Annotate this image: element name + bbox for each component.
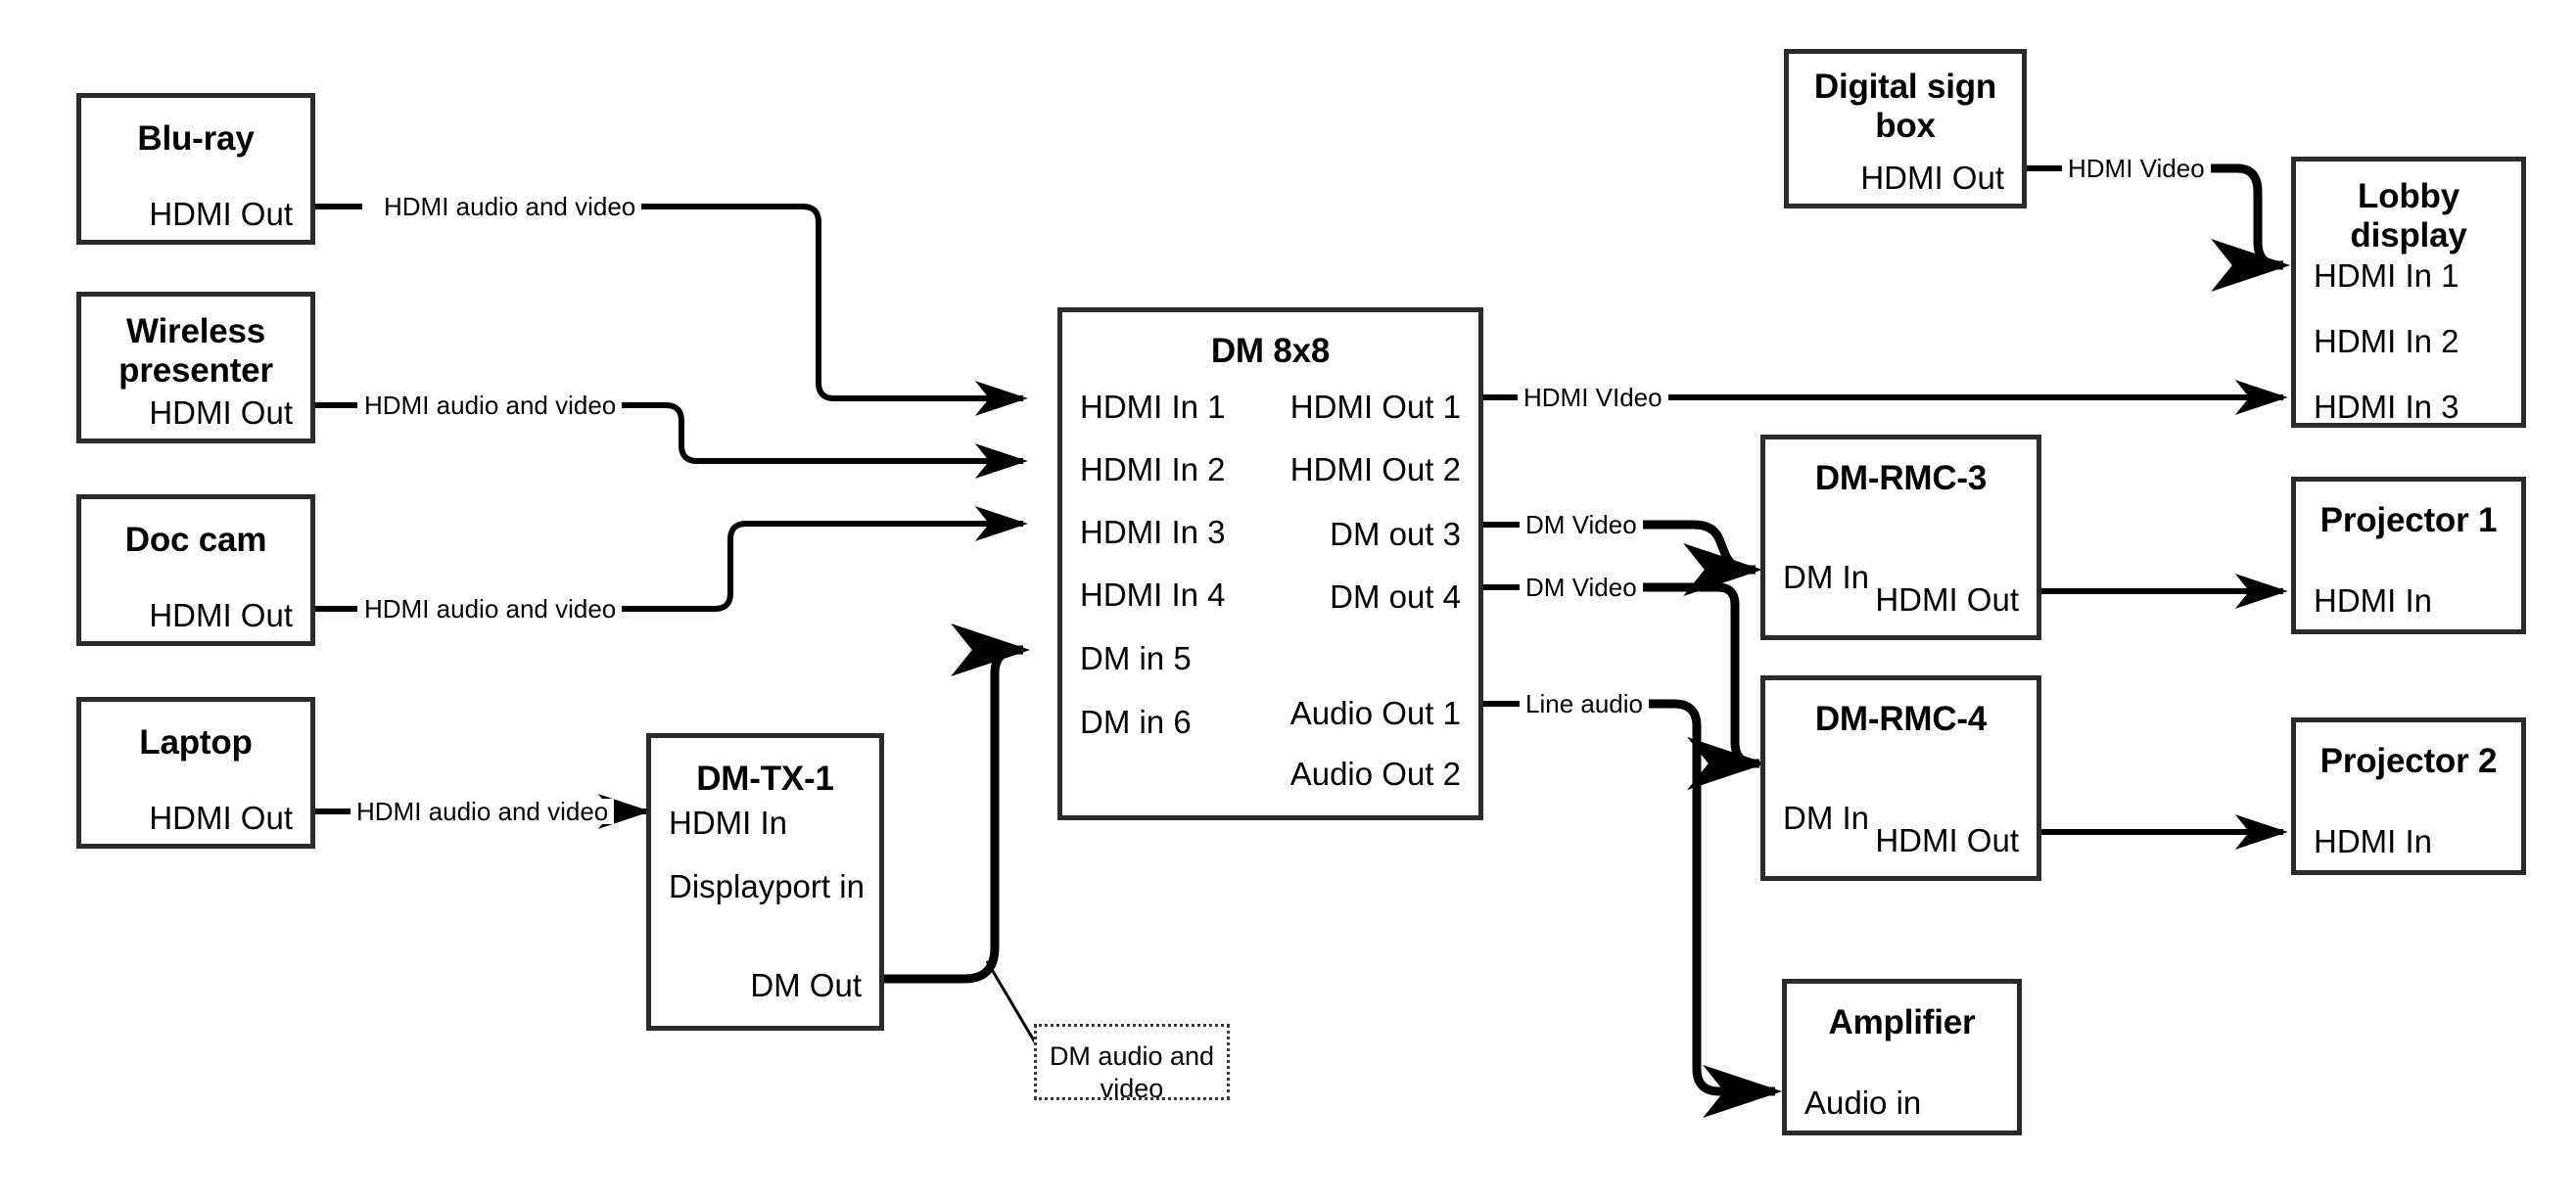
dm-8x8-port-audio-out-2: Audio Out 2 [1289,756,1461,792]
dm-8x8-port-hdmi-in-4: HDMI In 4 [1080,577,1226,613]
dm-8x8-port-hdmi-out-1: HDMI Out 1 [1289,389,1461,425]
node-wireless-presenter[interactable]: Wireless presenter HDMI Out [76,292,315,443]
dm-tx-1-port-dm-out: DM Out [750,967,862,1003]
node-laptop[interactable]: Laptop HDMI Out [76,697,315,849]
doc-cam-title: Doc cam [124,521,267,559]
edge-dm8x8-audio-to-amp-b [1637,699,1783,1118]
wireless-presenter-title-line2: presenter [118,351,273,390]
projector-2-port-hdmi-in: HDMI In [2314,823,2433,859]
edge-label-doccam-to-dm8x8: HDMI audio and video [358,596,623,622]
dm-8x8-title: DM 8x8 [1210,332,1331,370]
digital-sign-box-title-line1: Digital sign [1813,68,1997,106]
dm-8x8-port-hdmi-in-3: HDMI In 3 [1080,514,1226,550]
dm-tx-1-port-displayport-in: Displayport in [669,868,865,904]
lobby-display-port-hdmi-in-3: HDMI In 3 [2314,389,2459,425]
wireless-presenter-title-line1: Wireless [125,312,266,350]
dm-rmc-3-port-hdmi-out: HDMI Out [1875,581,2019,618]
doc-cam-port-hdmi-out: HDMI Out [149,597,293,633]
lobby-display-port-hdmi-in-2: HDMI In 2 [2314,323,2459,359]
dm-rmc-3-title: DM-RMC-3 [1814,459,1988,497]
node-lobby-display[interactable]: Lobby display HDMI In 1 HDMI In 2 HDMI I… [2291,157,2526,428]
edge-label-signbox-to-lobby: HDMI Video [2062,156,2211,181]
lobby-display-title-line2: display [2350,216,2467,254]
dm-8x8-port-dm-out-4: DM out 4 [1330,578,1461,615]
lobby-display-port-hdmi-in-1: HDMI In 1 [2314,257,2459,294]
node-dm-tx-1[interactable]: DM-TX-1 HDMI In Displayport in DM Out [646,733,884,1031]
edge-label-bluray-to-dm8x8: HDMI audio and video [378,194,642,219]
projector-1-port-hdmi-in: HDMI In [2314,582,2433,619]
edge-signbox-to-lobby-b [2208,163,2291,292]
edge-annotation-leader [985,960,1043,1053]
dm-8x8-port-dm-in-5: DM in 5 [1080,640,1192,676]
edge-wireless-to-dm8x8-b [615,402,1028,479]
dm-rmc-4-port-hdmi-out: HDMI Out [1875,822,2019,858]
annotation-dm-audio-and-video: DM audio and video [1034,1024,1230,1103]
edge-dmtx1-to-dm8x8 [884,623,1031,984]
node-amplifier[interactable]: Amplifier Audio in [1782,979,2022,1135]
dm-8x8-port-hdmi-in-1: HDMI In 1 [1080,389,1226,425]
edge-label-laptop-to-dmtx1: HDMI audio and video [351,799,615,824]
amplifier-port-audio-in: Audio in [1804,1085,1922,1121]
node-dm-8x8[interactable]: DM 8x8 HDMI In 1 HDMI In 2 HDMI In 3 HDM… [1057,307,1483,820]
dm-8x8-port-dm-in-6: DM in 6 [1080,704,1192,740]
edge-dm8x8-out4-to-rmc4-b [1637,582,1767,790]
bluray-title: Blu-ray [137,119,255,158]
edge-doccam-to-dm8x8-b [615,505,1028,612]
dm-rmc-4-title: DM-RMC-4 [1814,700,1988,738]
projector-2-title: Projector 2 [2319,742,2498,780]
wireless-presenter-port-hdmi-out: HDMI Out [149,394,293,431]
dm-rmc-4-port-dm-in: DM In [1783,800,1870,836]
node-digital-sign-box[interactable]: Digital sign box HDMI Out [1784,49,2027,208]
node-dm-rmc-4[interactable]: DM-RMC-4 DM In HDMI Out [1760,675,2041,881]
annotation-line-2: video [1100,1073,1164,1103]
dm-rmc-3-port-dm-in: DM In [1783,559,1870,595]
amplifier-title: Amplifier [1828,1003,1976,1041]
dm-8x8-port-hdmi-out-2: HDMI Out 2 [1289,451,1461,487]
dm-tx-1-title: DM-TX-1 [696,760,834,798]
edge-bluray-to-dm8x8-b [636,204,1028,416]
edge-dm8x8-out3-to-rmc3-b [1637,520,1763,596]
node-projector-1[interactable]: Projector 1 HDMI In [2291,477,2526,634]
edge-label-dm8x8-audio-to-amp: Line audio [1520,691,1649,716]
edge-label-wireless-to-dm8x8: HDMI audio and video [358,393,623,418]
dm-tx-1-port-hdmi-in: HDMI In [669,805,788,841]
lobby-display-title-line1: Lobby [2358,177,2459,215]
digital-sign-box-port-hdmi-out: HDMI Out [1860,160,2004,196]
dm-8x8-port-dm-out-3: DM out 3 [1330,516,1461,552]
dm-8x8-port-hdmi-in-2: HDMI In 2 [1080,451,1226,487]
edge-label-dm8x8-out4-to-rmc4: DM Video [1520,575,1643,600]
node-bluray[interactable]: Blu-ray HDMI Out [76,93,315,245]
digital-sign-box-title-line2: box [1875,107,1936,145]
edge-label-dm8x8-out1-to-lobby: HDMI VIdeo [1518,385,1668,410]
annotation-line-1: DM audio and [1049,1041,1215,1071]
dm-8x8-port-audio-out-1: Audio Out 1 [1289,695,1461,731]
node-projector-2[interactable]: Projector 2 HDMI In [2291,717,2526,875]
bluray-port-hdmi-out: HDMI Out [149,196,293,232]
laptop-title: Laptop [139,723,253,762]
projector-1-title: Projector 1 [2319,501,2498,539]
node-doc-cam[interactable]: Doc cam HDMI Out [76,494,315,646]
laptop-port-hdmi-out: HDMI Out [149,800,293,836]
node-dm-rmc-3[interactable]: DM-RMC-3 DM In HDMI Out [1760,435,2041,640]
edge-label-dm8x8-out3-to-rmc3: DM Video [1520,512,1643,537]
